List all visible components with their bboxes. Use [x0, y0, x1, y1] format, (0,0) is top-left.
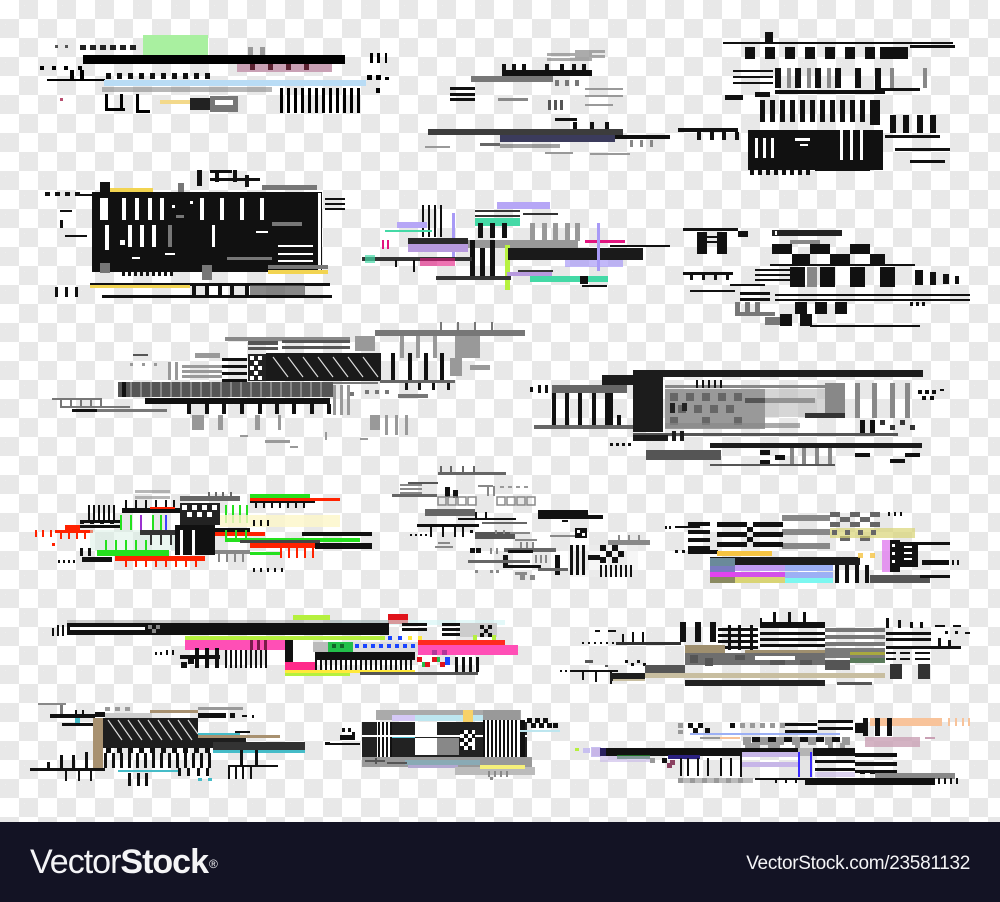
- glitch-element-11: [660, 500, 960, 590]
- glitch-element-10: [390, 460, 650, 580]
- registered-mark: ®: [208, 857, 218, 871]
- logo-text-bold: Stock: [120, 843, 209, 881]
- glitch-element-5: [360, 190, 670, 290]
- glitch-element-6: [675, 222, 970, 332]
- logo-text-light: Vector: [30, 843, 121, 881]
- glitch-element-2: [420, 40, 680, 170]
- glitch-element-7: [50, 320, 530, 450]
- glitch-element-12: [40, 600, 520, 690]
- glitch-element-15: [320, 690, 620, 790]
- glitch-element-14: [30, 690, 330, 790]
- glitch-element-1: [40, 30, 400, 120]
- glitch-element-3: [670, 30, 970, 180]
- transparency-checkerboard-canvas: [0, 0, 1000, 822]
- glitch-element-16: [580, 700, 980, 800]
- glitch-element-13: [560, 600, 980, 690]
- watermark-footer-bar: VectorStock® VectorStock.com/23581132: [0, 822, 1000, 902]
- vectorstock-logo: VectorStock®: [30, 842, 218, 882]
- stock-image-id: VectorStock.com/23581132: [746, 853, 970, 874]
- glitch-element-9: [30, 480, 380, 580]
- glitch-element-4: [40, 165, 360, 305]
- glitch-element-8: [520, 365, 960, 475]
